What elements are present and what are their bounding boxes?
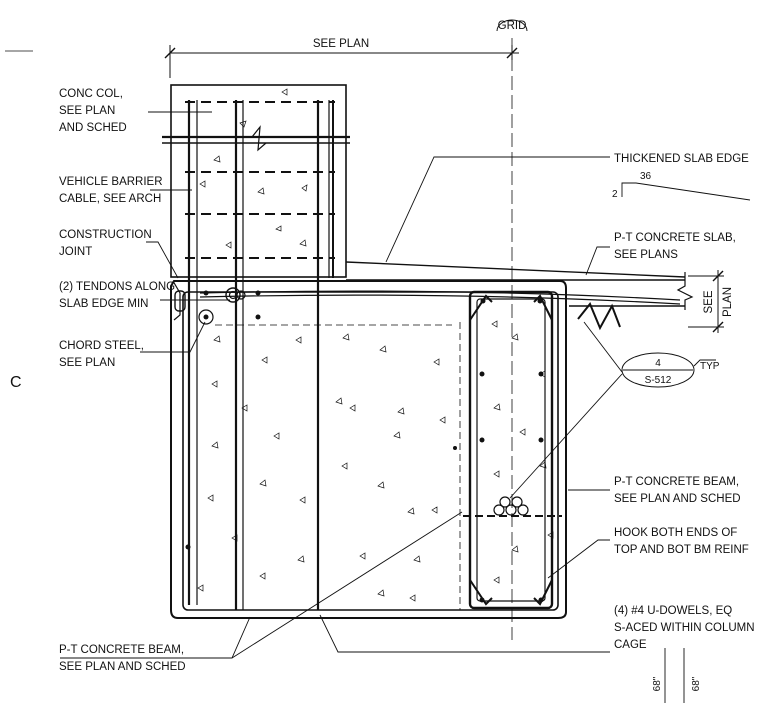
section-mark: C	[10, 374, 22, 391]
callout-text: SEE PLAN	[59, 105, 115, 117]
callout-text: 68"	[652, 676, 663, 691]
detail-reference-tag: 4 S-512 TYP	[509, 321, 720, 499]
grid-marker: GRID	[496, 19, 528, 640]
callout-text: P-T CONCRETE BEAM,	[614, 476, 739, 488]
callout-text: (2) TENDONS ALONG	[59, 281, 175, 293]
see-plan-label: SEE PLAN	[313, 38, 369, 50]
callout-pt-beam-bottom: P-T CONCRETE BEAM, SEE PLAN AND SCHED	[59, 511, 463, 673]
callout-conc-col: CONC COL, SEE PLAN AND SCHED	[59, 88, 212, 134]
callout-text: SEE PLAN	[59, 357, 115, 369]
concrete-column	[162, 84, 350, 278]
callout-pt-slab: P-T CONCRETE SLAB, SEE PLANS	[585, 232, 736, 276]
callout-text: S-512	[645, 375, 672, 386]
callout-text: 68"	[691, 676, 702, 691]
callout-pt-beam-right: P-T CONCRETE BEAM, SEE PLAN AND SCHED	[568, 476, 741, 505]
callout-construction-joint: CONSTRUCTION JOINT	[59, 229, 179, 279]
callout-text: 2	[612, 189, 618, 200]
callout-text: HOOK BOTH ENDS OF	[614, 527, 737, 539]
column-vertical-bars	[187, 100, 334, 610]
callout-text: CONSTRUCTION	[59, 229, 152, 241]
callout-text: P-T CONCRETE BEAM,	[59, 644, 184, 656]
callout-text: SEE PLANS	[614, 249, 678, 261]
callout-text: CAGE	[614, 639, 647, 651]
callout-text: CONC COL,	[59, 88, 123, 100]
callout-text: 4	[655, 358, 661, 369]
callout-text: VEHICLE BARRIER	[59, 176, 163, 188]
callout-dowels: (4) #4 U-DOWELS, EQ S-ACED WITHIN COLUMN…	[319, 605, 755, 653]
callout-hook: HOOK BOTH ENDS OF TOP AND BOT BM REINF	[547, 527, 749, 579]
grid-label: GRID	[498, 20, 527, 32]
callout-text: AND SCHED	[59, 122, 127, 134]
callout-text: SEE	[703, 290, 715, 313]
callout-text: CABLE, SEE ARCH	[59, 193, 161, 205]
callout-text: SEE PLAN AND SCHED	[59, 661, 186, 673]
callout-thickened-slab: THICKENED SLAB EDGE 36 2	[385, 153, 751, 263]
callout-text: SEE PLAN AND SCHED	[614, 493, 741, 505]
callout-text: (4) #4 U-DOWELS, EQ	[614, 605, 732, 617]
callout-text: TOP AND BOT BM REINF	[614, 544, 749, 556]
bottom-dimension-marks: 68" 68"	[652, 648, 702, 703]
callout-tendons: (2) TENDONS ALONG SLAB EDGE MIN	[59, 281, 230, 310]
callout-text: S-ACED WITHIN COLUMN	[614, 622, 755, 634]
concrete-hatch	[197, 88, 554, 602]
callout-chord-steel: CHORD STEEL, SEE PLAN	[59, 321, 206, 369]
pt-beam	[170, 280, 567, 619]
see-plan-dimension: SEE PLAN	[164, 38, 519, 78]
callout-vehicle-barrier: VEHICLE BARRIER CABLE, SEE ARCH	[59, 176, 192, 205]
callout-text: P-T CONCRETE SLAB,	[614, 232, 736, 244]
callout-text: CHORD STEEL,	[59, 340, 144, 352]
pt-slab	[199, 261, 694, 331]
callout-text: THICKENED SLAB EDGE	[614, 153, 749, 165]
callout-text: 36	[640, 171, 652, 182]
callout-text: TYP	[700, 361, 720, 372]
callout-text: PLAN	[722, 287, 734, 317]
see-plan-side-dimension: SEE PLAN	[688, 270, 734, 333]
callout-text: SLAB EDGE MIN	[59, 298, 148, 310]
callout-text: JOINT	[59, 246, 92, 258]
